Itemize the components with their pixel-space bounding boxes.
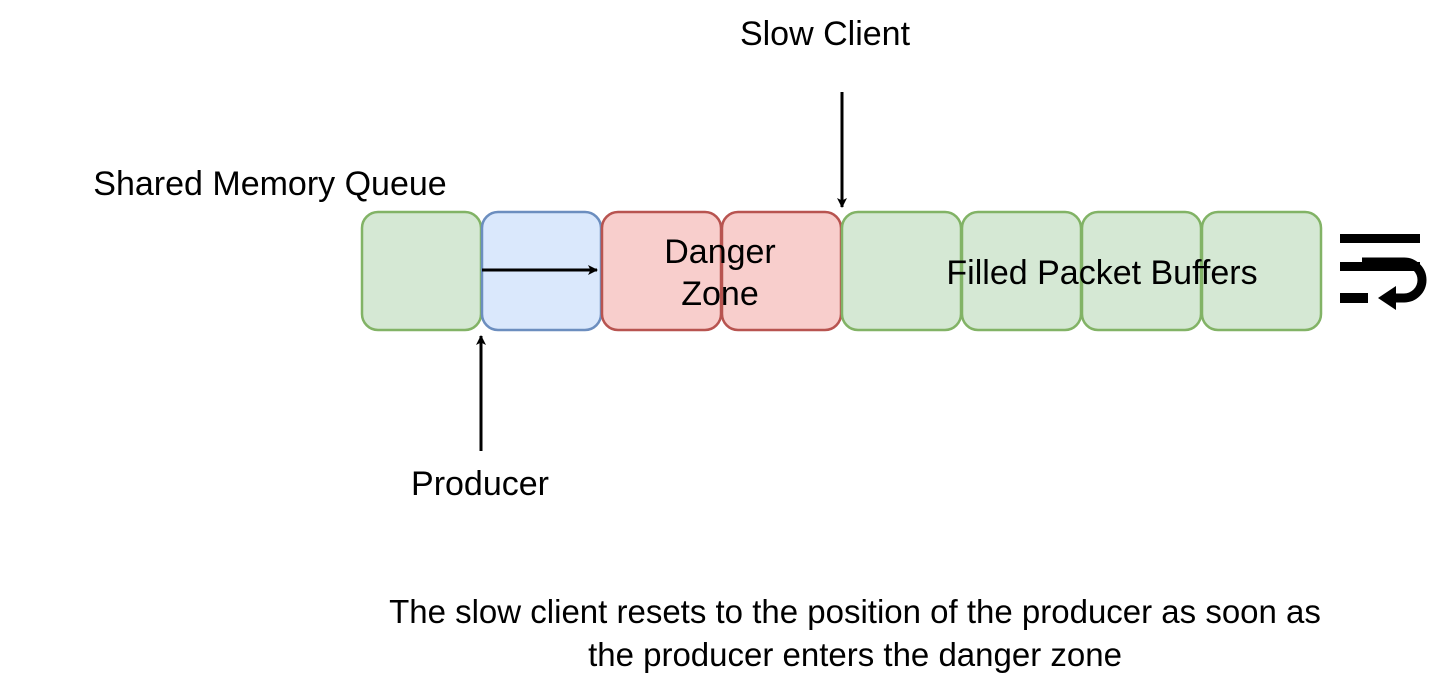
queue-slot-filled — [1200, 210, 1323, 332]
queue-slots — [360, 210, 1323, 332]
wrap-around-icon — [1340, 234, 1427, 310]
caption-line2: the producer enters the danger zone — [588, 636, 1122, 673]
danger-zone-label-line1: Danger — [664, 233, 776, 271]
filled-buffers-label: Filled Packet Buffers — [946, 254, 1257, 292]
queue-slot-filled — [840, 210, 963, 332]
danger-zone-label-line2: Zone — [681, 275, 759, 313]
caption-line1: The slow client resets to the position o… — [389, 593, 1321, 630]
slow-client-label: Slow Client — [740, 15, 911, 53]
queue-title: Shared Memory Queue — [93, 165, 446, 203]
queue-slot-free — [360, 210, 483, 332]
producer-label: Producer — [411, 465, 549, 503]
